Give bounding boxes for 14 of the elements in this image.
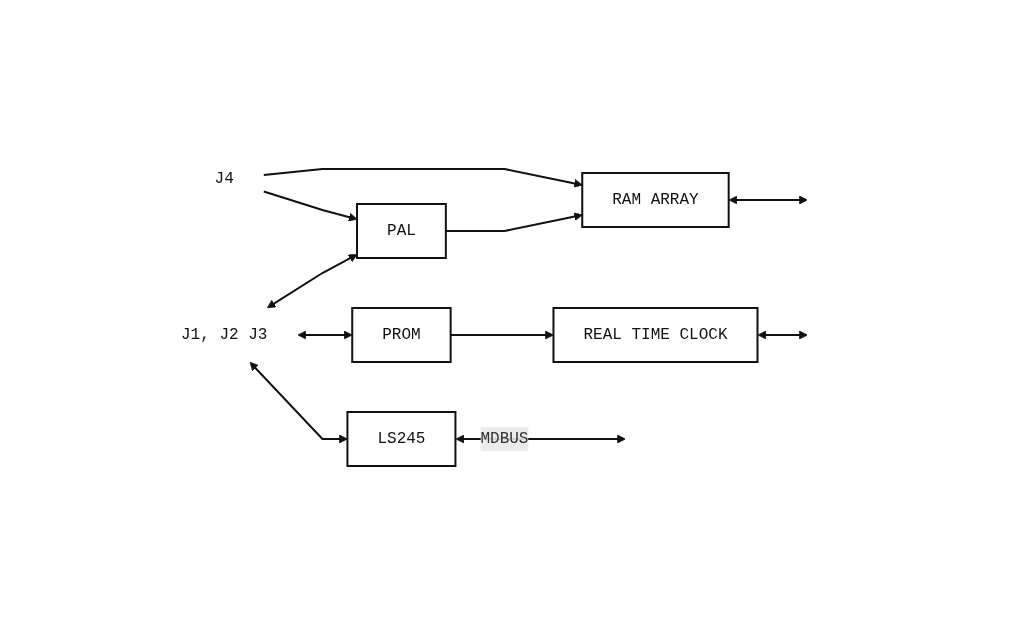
arrow <box>263 190 358 222</box>
arrow <box>757 330 809 340</box>
node-box: PROM <box>351 307 452 363</box>
edge-label: MDBUS <box>480 430 529 448</box>
node-box: RAM ARRAY <box>581 172 730 228</box>
arrow <box>297 330 353 340</box>
arrow <box>267 254 358 309</box>
node-box: PAL <box>356 203 448 259</box>
arrow <box>263 168 583 188</box>
node-text: J1, J2 J3 <box>181 326 268 344</box>
node-text: J4 <box>214 170 235 188</box>
node-box: REAL TIME CLOCK <box>552 307 759 363</box>
node-box: LS245 <box>346 411 457 467</box>
arrow <box>728 195 809 205</box>
